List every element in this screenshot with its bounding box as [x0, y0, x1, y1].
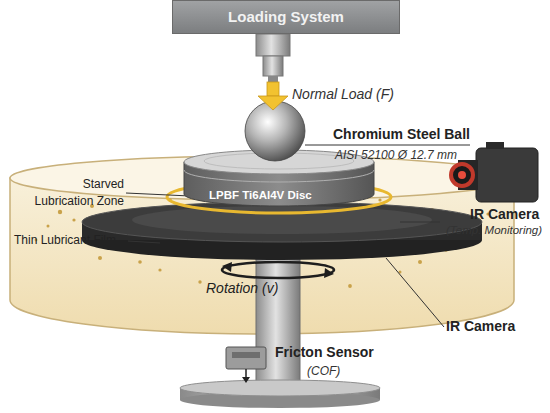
rotating-disc-inner [132, 206, 432, 234]
load-shaft [263, 56, 283, 76]
sensor-label: Fricton Sensor [275, 344, 374, 361]
sensor-arrowhead [242, 377, 250, 383]
ir-camera-top [486, 142, 504, 149]
sensor-arrow [245, 369, 247, 378]
friction-sensor-detail [232, 352, 260, 358]
base-plate-top [180, 380, 380, 396]
rotation-arrowhead [222, 262, 232, 272]
part-name: Chromium Steel Ball [333, 126, 470, 143]
camera-label: IR Camera [446, 318, 515, 335]
leader-line [126, 193, 190, 196]
system-box: Loading System [172, 0, 400, 34]
sensor-note: (COF) [307, 364, 340, 378]
load-arrow [267, 82, 279, 96]
load-label: Normal Load (F) [292, 86, 394, 103]
rotation-arrowhead [324, 268, 334, 278]
load-shaft [256, 34, 290, 56]
film-label: Thin Lubricant Film [14, 233, 116, 247]
zone-label: Starved Lubrication Zone [26, 176, 124, 210]
part-spec: AISI 52100 Ø 12.7 mm [335, 148, 457, 162]
steel-ball [245, 101, 305, 161]
box-title: Loading System [173, 1, 399, 33]
leader-line [400, 222, 440, 223]
load-tip [268, 76, 278, 82]
camera-label: IR Camera [470, 206, 539, 223]
leader-line [386, 258, 444, 327]
leader-line [305, 145, 470, 146]
wear-track [204, 153, 354, 169]
disc-label: LPBF Ti6Al4V Disc [209, 189, 312, 203]
rotation-arrow [222, 262, 334, 278]
ir-camera-lens-core [458, 171, 466, 179]
rotating-disc-top [82, 202, 482, 242]
rotation-label: Rotation (v) [206, 280, 278, 297]
friction-sensor [226, 347, 266, 369]
load-arrowhead [258, 96, 288, 110]
leader-line [128, 241, 160, 243]
ir-camera-lens [451, 164, 473, 186]
camera-note: (Temp. Monitoring) [446, 224, 542, 238]
ir-camera-body [476, 148, 538, 202]
